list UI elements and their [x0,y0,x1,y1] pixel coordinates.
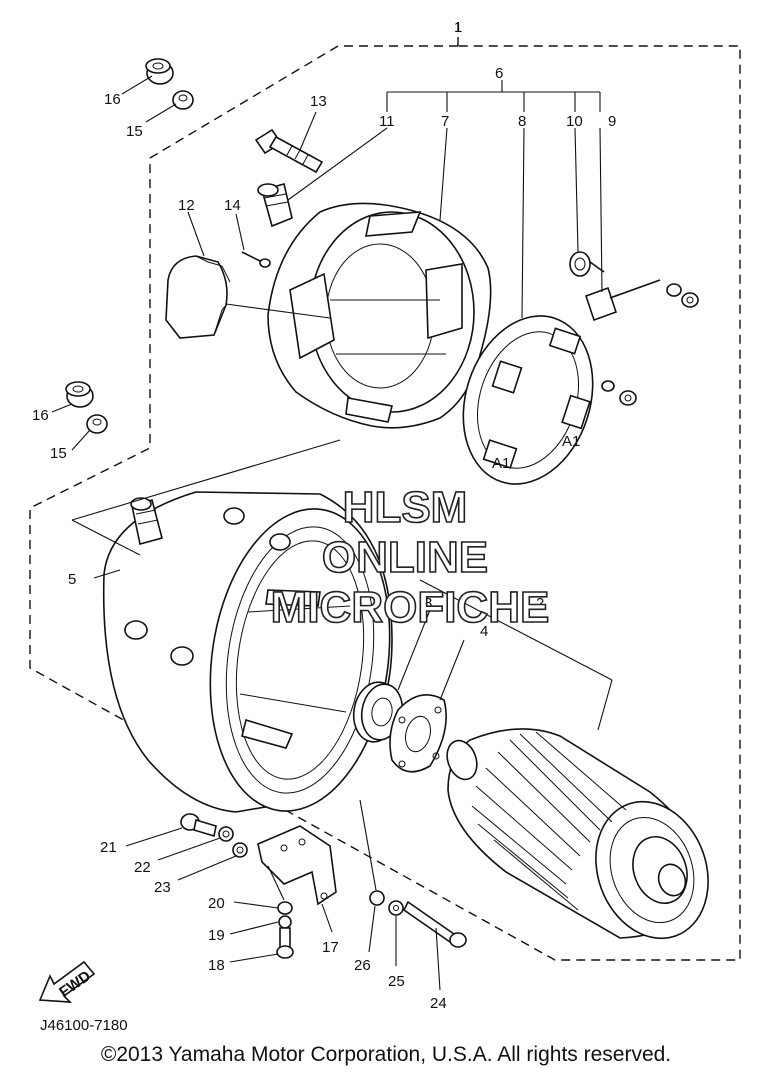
bolt-13 [254,128,324,174]
part-code: J46100-7180 [40,1017,128,1034]
callout-7: 7 [441,113,449,130]
callout-14: 14 [224,197,241,214]
callout-2: 2 [536,595,544,612]
leader-lines [51,75,613,991]
callout-23: 23 [154,879,171,896]
callout-8: 8 [518,113,526,130]
bolt-18 [276,927,294,959]
washer-20 [277,901,293,915]
part-8-brush-plate: A1 A1 [462,315,594,485]
callout-13: 13 [310,93,327,110]
part-9-brush [584,279,699,322]
watermark-line1: HLSM [343,483,468,532]
part-2-armature [446,728,709,940]
callout-21: 21 [100,839,117,856]
callout-16-upper: 16 [104,91,121,108]
bolt-24 [402,900,467,948]
callout-12: 12 [178,197,195,214]
watermark-line3: MICROFICHE [271,583,550,632]
washer-23 [232,842,248,858]
part-5-yoke [102,491,393,813]
callout-26: 26 [354,957,371,974]
screw-14 [241,251,271,268]
nut-16-lower [65,381,94,408]
callout-24: 24 [430,995,447,1012]
watermark: HLSM ONLINE MICROFICHE [270,482,550,633]
part-4-plate [389,694,447,773]
part-11-housing [257,183,492,429]
part-17-bracket [257,825,337,906]
washer-19 [278,915,292,929]
washer-26 [369,890,385,906]
bracket-6 [386,80,601,112]
callout-10: 10 [566,113,583,130]
callout-9: 9 [608,113,616,130]
callout-17: 17 [322,939,339,956]
callout-5: 5 [68,571,76,588]
callout-15-upper: 15 [126,123,143,140]
brush-mark-a1-left: A1 [492,455,510,472]
callout-22: 22 [134,859,151,876]
callout-19: 19 [208,927,225,944]
callout-6: 6 [495,65,503,82]
washer-15-upper [172,90,194,110]
copyright-notice: ©2013 Yamaha Motor Corporation, U.S.A. A… [100,1043,672,1066]
callout-18: 18 [208,957,225,974]
part-10-spring [569,251,605,277]
washer-15-lower [86,414,108,434]
washer-25 [388,900,404,916]
nut-16-upper [145,58,174,85]
callout-labels: 1 6 13 11 7 8 10 9 16 15 12 14 16 15 5 3… [32,19,616,1012]
callout-4: 4 [480,623,488,640]
callout-15-lower: 15 [50,445,67,462]
part-12-block [165,255,231,339]
callout-1: 1 [454,19,462,36]
bolt-21 [180,813,217,838]
callout-20: 20 [208,895,225,912]
assembly-outline [29,22,741,961]
callout-11: 11 [379,113,395,130]
callout-16-lower: 16 [32,407,49,424]
brush-plate-screw [601,380,637,406]
callout-3: 3 [424,595,432,612]
fwd-arrow-icon: FWD [38,960,96,1003]
watermark-line2: ONLINE [322,533,488,582]
callout-25: 25 [388,973,405,990]
brush-mark-a1-right: A1 [562,433,580,450]
washer-22 [218,826,234,842]
